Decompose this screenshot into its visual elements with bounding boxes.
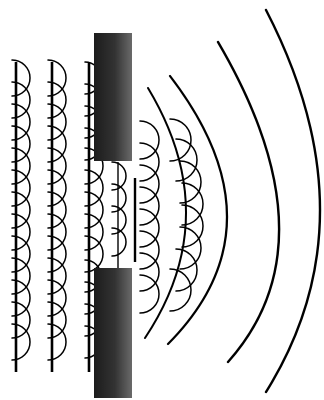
incident-plane-waves [12,60,103,372]
diffracted-front-2 [168,76,227,344]
slit-wavelets [112,162,135,268]
barrier-upper-block [94,33,132,161]
diffracted-front-4 [266,10,320,392]
transmitted-wavefronts [140,10,320,392]
slit-barrier [94,33,132,398]
barrier-lower-block [94,268,132,398]
huygens-wavelet [176,249,197,291]
